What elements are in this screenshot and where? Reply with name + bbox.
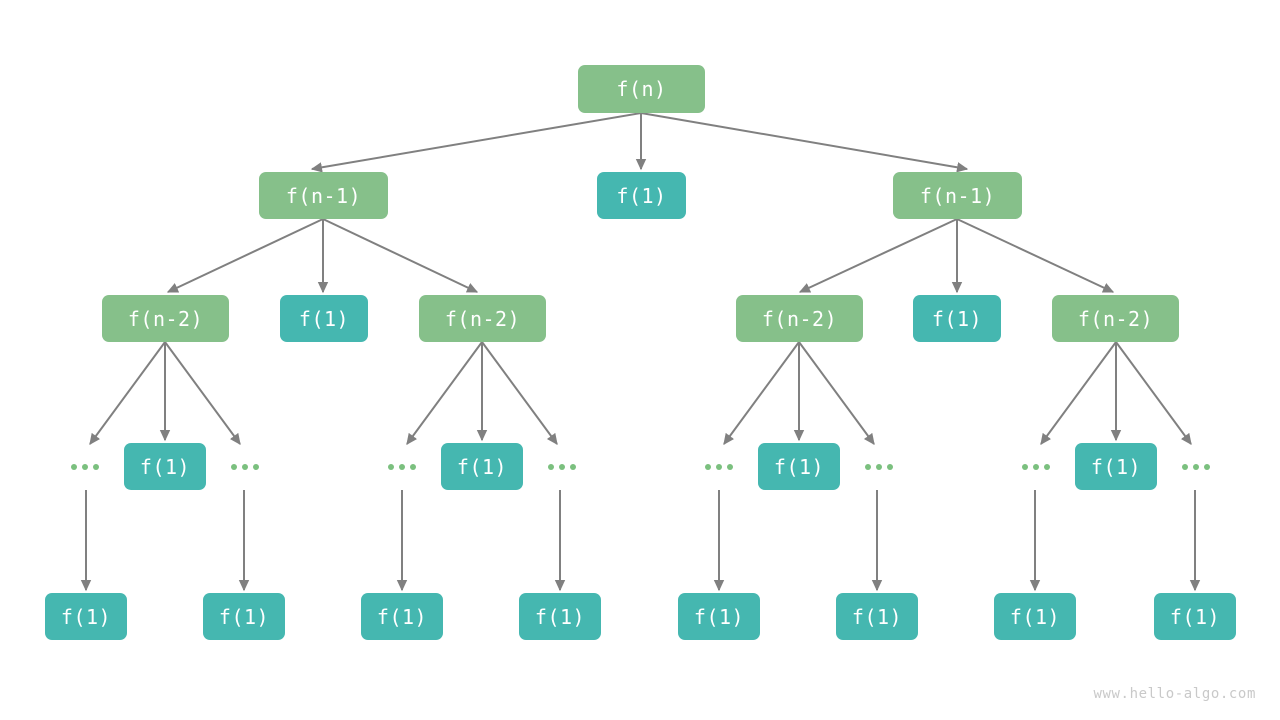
tree-edge: [798, 218, 958, 293]
tree-edge: [322, 218, 479, 293]
ellipsis-dot: [1033, 464, 1039, 470]
ellipsis-dot: [388, 464, 394, 470]
tree-node-f1[interactable]: f(1): [758, 443, 840, 490]
ellipsis-dot: [716, 464, 722, 470]
ellipsis-marker: [61, 457, 109, 477]
tree-node-f1[interactable]: f(1): [836, 593, 918, 640]
tree-node-fn-2[interactable]: f(n-2): [419, 295, 546, 342]
ellipsis-dot: [410, 464, 416, 470]
tree-node-fn-2[interactable]: f(n-2): [1052, 295, 1179, 342]
tree-node-f1[interactable]: f(1): [45, 593, 127, 640]
tree-node-f1[interactable]: f(1): [441, 443, 523, 490]
ellipsis-dot: [231, 464, 237, 470]
tree-node-f1[interactable]: f(1): [280, 295, 368, 342]
tree-node-f1[interactable]: f(1): [1075, 443, 1157, 490]
ellipsis-dot: [865, 464, 871, 470]
ellipsis-marker: [221, 457, 269, 477]
ellipsis-dot: [1193, 464, 1199, 470]
ellipsis-dot: [559, 464, 565, 470]
ellipsis-dot: [399, 464, 405, 470]
ellipsis-dot: [71, 464, 77, 470]
ellipsis-marker: [378, 457, 426, 477]
tree-edge: [1115, 341, 1192, 445]
ellipsis-marker: [695, 457, 743, 477]
ellipsis-dot: [570, 464, 576, 470]
ellipsis-dot: [876, 464, 882, 470]
tree-node-f1[interactable]: f(1): [203, 593, 285, 640]
ellipsis-dot: [1022, 464, 1028, 470]
tree-edge: [310, 112, 642, 173]
tree-edge: [723, 341, 800, 445]
tree-edge: [406, 341, 483, 445]
ellipsis-dot: [727, 464, 733, 470]
tree-edge: [166, 218, 324, 293]
tree-node-fn-2[interactable]: f(n-2): [736, 295, 863, 342]
ellipsis-dot: [82, 464, 88, 470]
tree-node-fn[interactable]: f(n): [578, 65, 705, 113]
ellipsis-marker: [855, 457, 903, 477]
tree-edge: [164, 341, 241, 445]
ellipsis-dot: [242, 464, 248, 470]
ellipsis-marker: [538, 457, 586, 477]
tree-edge: [956, 218, 1115, 293]
ellipsis-dot: [1182, 464, 1188, 470]
tree-node-f1[interactable]: f(1): [994, 593, 1076, 640]
tree-node-fn-1[interactable]: f(n-1): [259, 172, 388, 219]
tree-edge: [798, 341, 875, 445]
ellipsis-dot: [1044, 464, 1050, 470]
tree-node-f1[interactable]: f(1): [361, 593, 443, 640]
ellipsis-dot: [887, 464, 893, 470]
tree-node-f1[interactable]: f(1): [913, 295, 1001, 342]
tree-node-f1[interactable]: f(1): [597, 172, 686, 219]
tree-edge: [89, 341, 166, 445]
tree-node-f1[interactable]: f(1): [678, 593, 760, 640]
ellipsis-dot: [253, 464, 259, 470]
tree-node-fn-1[interactable]: f(n-1): [893, 172, 1022, 219]
tree-edge: [640, 112, 969, 173]
tree-node-f1[interactable]: f(1): [519, 593, 601, 640]
ellipsis-dot: [705, 464, 711, 470]
tree-node-f1[interactable]: f(1): [1154, 593, 1236, 640]
ellipsis-dot: [93, 464, 99, 470]
tree-node-f1[interactable]: f(1): [124, 443, 206, 490]
watermark-label: www.hello-algo.com: [1093, 686, 1256, 702]
tree-edge: [481, 341, 558, 445]
tree-edge: [1040, 341, 1117, 445]
ellipsis-dot: [1204, 464, 1210, 470]
tree-node-fn-2[interactable]: f(n-2): [102, 295, 229, 342]
ellipsis-dot: [548, 464, 554, 470]
ellipsis-marker: [1012, 457, 1060, 477]
ellipsis-marker: [1172, 457, 1220, 477]
